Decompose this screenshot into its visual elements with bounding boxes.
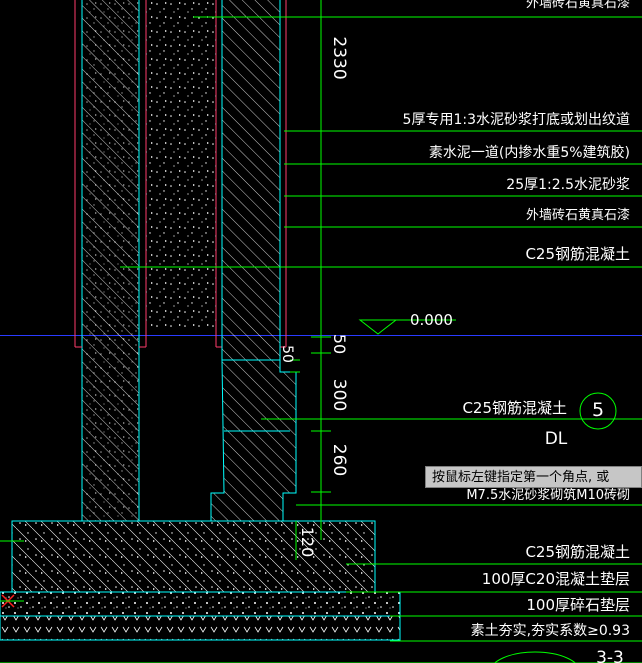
- callout-tag: DL: [545, 429, 568, 449]
- right-wall: [221, 0, 281, 361]
- label-mortar: 25厚1:2.5水泥砂浆: [506, 177, 630, 193]
- label-c20-cushion: 100厚C20混凝土垫层: [482, 570, 630, 588]
- label-brick: M7.5水泥砂浆砌筑M10砖砌: [466, 487, 630, 503]
- dim-50-b: 50: [279, 345, 295, 363]
- dim-260: 260: [329, 444, 349, 476]
- label-base-coat: 5厚专用1:3水泥砂浆打底或划出纹道: [403, 111, 630, 128]
- dim-50-a: 50: [330, 334, 349, 354]
- dim-120: 120: [298, 527, 317, 558]
- section-callout: [579, 392, 617, 430]
- level-value: 0.000: [410, 311, 453, 329]
- callout-number: 5: [592, 399, 604, 421]
- label-paint: 外墙砖石黄真石漆: [526, 207, 630, 223]
- label-cement-slurry: 素水泥一道(内掺水重5%建筑胶): [429, 144, 630, 161]
- label-soil: 素土夯实,夯实系数≥0.93: [471, 623, 630, 639]
- label-c25-footing: C25钢筋混凝土: [525, 543, 630, 561]
- label-c25-upper: C25钢筋混凝土: [525, 245, 630, 263]
- bottom-callout: [494, 651, 576, 663]
- left-wall: [81, 0, 140, 521]
- compacted-soil: [0, 615, 401, 641]
- dim-2330: 2330: [329, 36, 349, 79]
- leader-lines: [0, 16, 642, 663]
- bottom-right-label: 3-3: [596, 648, 624, 663]
- command-tooltip: 按鼠标左键指定第一个角点, 或: [425, 466, 642, 488]
- label-gravel: 100厚碎石垫层: [526, 596, 630, 614]
- dim-300: 300: [329, 379, 349, 411]
- label-c25-beam: C25钢筋混凝土: [462, 399, 567, 417]
- cavity-infill: [146, 0, 216, 330]
- c20-cushion: [0, 591, 401, 617]
- brick-base: [210, 359, 297, 522]
- axis-marker: [0, 594, 24, 608]
- level-marker: [358, 319, 456, 335]
- concrete-footing: [11, 520, 376, 593]
- label-top-cut: 外墙砖石黄真石漆: [526, 0, 630, 11]
- dimension-chain: [290, 0, 331, 560]
